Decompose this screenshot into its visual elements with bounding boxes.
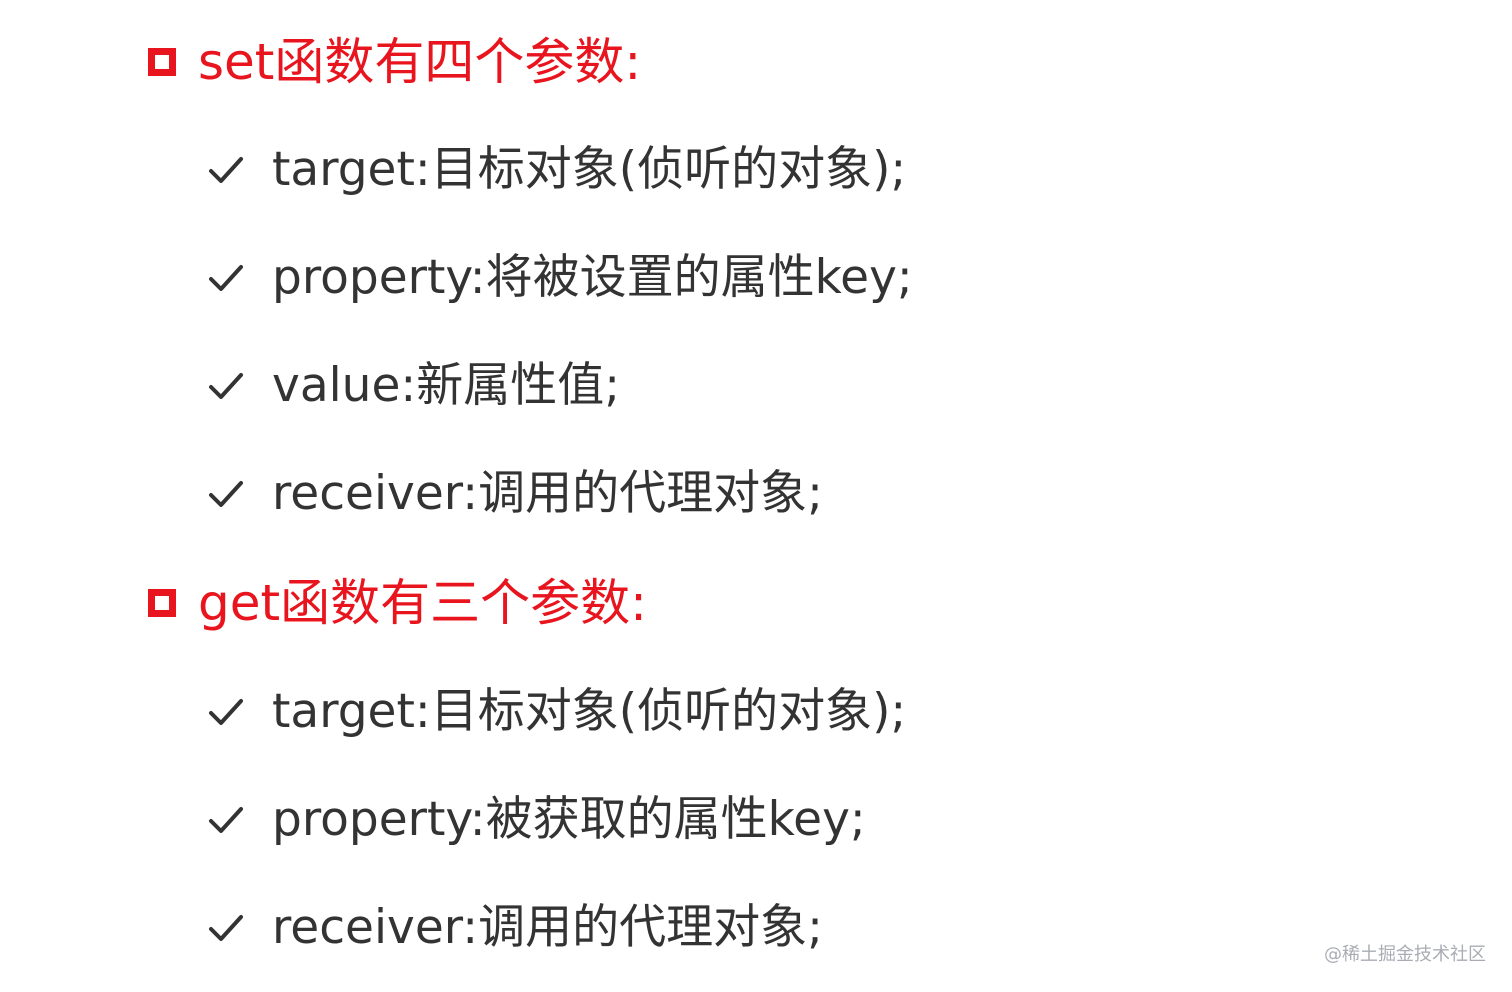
checkmark-icon <box>206 150 246 190</box>
hollow-square-icon <box>148 589 176 617</box>
list-item-text: receiver:调用的代理对象; <box>272 900 823 955</box>
checkmark-icon <box>206 908 246 948</box>
list-item-text: receiver:调用的代理对象; <box>272 466 823 521</box>
checkmark-icon <box>206 366 246 406</box>
hollow-square-icon <box>148 48 176 76</box>
list-item-text: property:将被设置的属性key; <box>272 250 913 305</box>
checkmark-icon <box>206 800 246 840</box>
list-item: target:目标对象(侦听的对象); <box>206 138 906 202</box>
list-item-text: value:新属性值; <box>272 358 621 413</box>
list-item: receiver:调用的代理对象; <box>206 462 823 526</box>
list-item-text: target:目标对象(侦听的对象); <box>272 142 907 197</box>
list-item: value:新属性值; <box>206 354 620 418</box>
list-item-text: target:目标对象(侦听的对象); <box>272 684 907 739</box>
list-item: property:被获取的属性key; <box>206 788 866 852</box>
checkmark-icon <box>206 692 246 732</box>
list-item: property:将被设置的属性key; <box>206 246 913 310</box>
checkmark-icon <box>206 474 246 514</box>
watermark: @稀土掘金技术社区 <box>1324 944 1486 965</box>
checkmark-icon <box>206 258 246 298</box>
list-item-text: property:被获取的属性key; <box>272 792 866 847</box>
list-item: receiver:调用的代理对象; <box>206 896 823 960</box>
heading-text: set函数有四个参数: <box>198 33 642 91</box>
list-item: target:目标对象(侦听的对象); <box>206 680 906 744</box>
set-params-heading: set函数有四个参数: <box>148 30 641 94</box>
get-params-heading: get函数有三个参数: <box>148 571 647 635</box>
heading-text: get函数有三个参数: <box>198 574 647 632</box>
